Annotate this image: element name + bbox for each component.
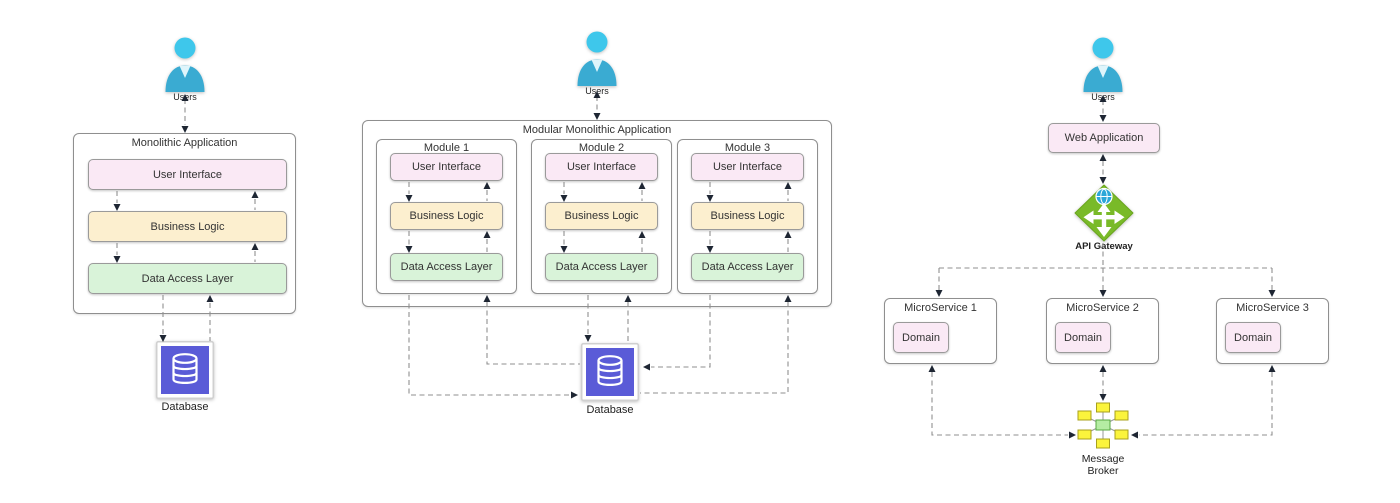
layer-label: Business Logic [710, 210, 785, 222]
domain-box: Domain [1055, 322, 1111, 353]
module-1-title: Module 1 [423, 142, 470, 154]
microservice-2-title: MicroService 2 [1066, 302, 1139, 314]
layer-business-logic: Business Logic [545, 202, 658, 230]
domain-box: Domain [893, 322, 949, 353]
layer-user-interface: User Interface [88, 159, 287, 190]
module-2-title: Module 2 [578, 142, 625, 154]
layer-label: Data Access Layer [701, 261, 794, 273]
message-broker-label-line2: Broker [1087, 465, 1119, 478]
layer-label: Data Access Layer [400, 261, 493, 273]
users-label: Users [1091, 92, 1115, 102]
monolithic-application-title: Monolithic Application [131, 137, 238, 149]
database-label: Database [586, 404, 634, 416]
layer-label: Business Logic [150, 220, 225, 233]
domain-label: Domain [1234, 331, 1272, 344]
api-gateway-label: API Gateway [1075, 241, 1133, 252]
users-label: Users [173, 92, 197, 102]
layer-business-logic: Business Logic [390, 202, 503, 230]
layer-label: Business Logic [564, 210, 639, 222]
layer-label: User Interface [566, 161, 637, 173]
microservice-1-title: MicroService 1 [904, 302, 977, 314]
module-3-title: Module 3 [724, 142, 771, 154]
api-gateway-icon [1074, 184, 1134, 242]
modular-monolithic-title: Modular Monolithic Application [522, 124, 672, 136]
layer-data-access: Data Access Layer [88, 263, 287, 294]
layer-label: Data Access Layer [555, 261, 648, 273]
layer-label: Data Access Layer [141, 272, 234, 285]
web-application-box: Web Application [1048, 123, 1160, 153]
microservice-3-title: MicroService 3 [1236, 302, 1309, 314]
user-icon [577, 31, 617, 86]
database-label: Database [161, 401, 209, 413]
layer-label: User Interface [712, 161, 783, 173]
layer-label: User Interface [411, 161, 482, 173]
layer-user-interface: User Interface [691, 153, 804, 181]
layer-user-interface: User Interface [390, 153, 503, 181]
database-icon [156, 341, 214, 399]
message-broker-icon [1077, 402, 1129, 449]
user-icon [165, 37, 205, 92]
layer-business-logic: Business Logic [691, 202, 804, 230]
message-broker-label-line1: Message [1081, 453, 1125, 465]
layer-data-access: Data Access Layer [545, 253, 658, 281]
layer-data-access: Data Access Layer [691, 253, 804, 281]
message-broker-label: Message Broker [1063, 453, 1143, 477]
layer-data-access: Data Access Layer [390, 253, 503, 281]
layer-label: Business Logic [409, 210, 484, 222]
users-label: Users [585, 86, 609, 96]
domain-label: Domain [1064, 331, 1102, 344]
layer-business-logic: Business Logic [88, 211, 287, 242]
user-icon [1083, 37, 1123, 92]
layer-label: User Interface [152, 168, 223, 181]
web-application-label: Web Application [1064, 132, 1144, 144]
layer-user-interface: User Interface [545, 153, 658, 181]
domain-box: Domain [1225, 322, 1281, 353]
database-icon [581, 343, 639, 401]
domain-label: Domain [902, 331, 940, 344]
